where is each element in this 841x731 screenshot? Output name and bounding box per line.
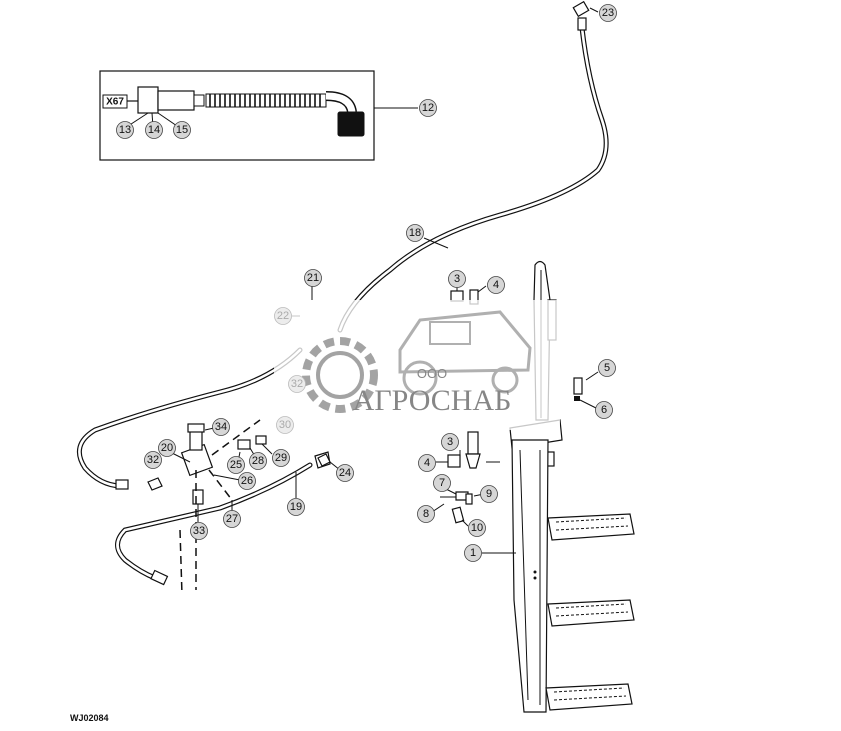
callout-21: 21 [304,269,322,287]
callout-18: 18 [406,224,424,242]
callout-19: 19 [287,498,305,516]
callout-25: 25 [227,456,245,474]
callout-15: 15 [173,121,191,139]
callout-3-lower: 3 [441,433,459,451]
svg-text:24: 24 [339,467,351,479]
hose-19 [115,451,331,586]
svg-text:5: 5 [604,362,610,374]
hose-loop-left [76,347,303,491]
svg-text:9: 9 [486,488,492,500]
watermark-brand: АГРОСНАБ [353,384,512,417]
svg-text:27: 27 [226,513,238,525]
callout-7: 7 [433,474,451,492]
svg-text:14: 14 [148,124,160,136]
svg-text:1: 1 [470,547,476,559]
callout-32: 32 [144,451,162,469]
drawing-reference: WJ02084 [70,713,109,723]
sensor-head [337,111,365,137]
svg-text:3: 3 [454,273,460,285]
svg-text:10: 10 [471,522,483,534]
svg-text:30: 30 [279,419,291,431]
svg-text:19: 19 [290,501,302,513]
svg-text:32: 32 [291,378,303,390]
svg-text:7: 7 [439,477,445,489]
svg-text:13: 13 [119,124,131,136]
callout-5: 5 [598,359,616,377]
callout-12: 12 [419,99,437,117]
callout-10: 10 [468,519,486,537]
callout-9: 9 [480,485,498,503]
callout-33: 33 [190,522,208,540]
fittings-lower [431,431,500,527]
callout-27: 27 [223,510,241,528]
connector-tag: X67 [106,97,124,108]
callout-4-lower: 4 [418,454,436,472]
svg-text:12: 12 [422,102,434,114]
svg-text:3: 3 [447,436,453,448]
callout-23: 23 [599,4,617,22]
valve-assembly [169,419,341,596]
watermark-company: ООО [417,366,447,381]
callout-34: 34 [212,418,230,436]
callout-32-faded: 32 [288,375,306,393]
connector-body [137,86,159,114]
callout-30: 30 [276,416,294,434]
svg-text:21: 21 [307,272,319,284]
svg-text:20: 20 [161,442,173,454]
callout-28: 28 [249,452,267,470]
harness-inset: X67 [99,70,418,161]
callout-24: 24 [336,464,354,482]
callout-1: 1 [464,544,482,562]
callout-14: 14 [145,121,163,139]
callout-8: 8 [417,505,435,523]
hose-18 [337,0,609,333]
svg-text:4: 4 [424,457,430,469]
svg-text:33: 33 [193,525,205,537]
svg-text:22: 22 [277,310,289,322]
svg-text:23: 23 [602,7,614,19]
callout-6: 6 [595,401,613,419]
callout-22: 22 [274,307,292,325]
svg-text:8: 8 [423,508,429,520]
svg-text:26: 26 [241,475,253,487]
callout-3-upper: 3 [448,270,466,288]
svg-text:32: 32 [147,454,159,466]
svg-text:6: 6 [601,404,607,416]
svg-text:4: 4 [493,279,499,291]
callout-26: 26 [238,472,256,490]
callout-20: 20 [158,439,176,457]
callout-4-upper: 4 [487,276,505,294]
harvester-logo-icon [398,310,532,396]
svg-text:28: 28 [252,455,264,467]
corrugated-sleeve [205,93,327,108]
svg-text:25: 25 [230,459,242,471]
gear-logo-icon [302,337,378,413]
svg-text:15: 15 [176,124,188,136]
callout-29: 29 [272,449,290,467]
watermark: ООО АГРОСНАБ [274,300,560,430]
callout-13: 13 [116,121,134,139]
svg-text:29: 29 [275,452,287,464]
svg-text:18: 18 [409,227,421,239]
svg-text:34: 34 [215,421,227,433]
